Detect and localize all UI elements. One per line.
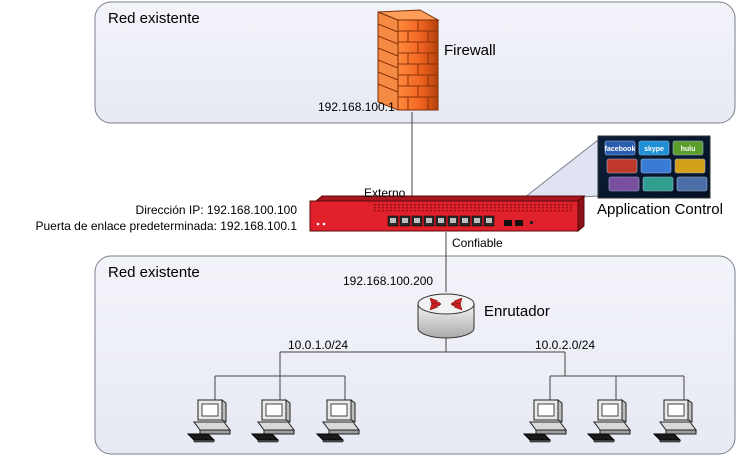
app-tile xyxy=(676,176,708,192)
router-icon xyxy=(417,293,475,339)
firewall-icon xyxy=(377,9,440,111)
app-tile-label: skype xyxy=(644,146,664,153)
appliance-gateway-line: Puerta de enlace predeterminada: 192.168… xyxy=(35,219,297,233)
trusted-label: Confiable xyxy=(452,236,503,250)
app-control-screen: facebook skype hulu xyxy=(597,135,711,199)
app-tile xyxy=(640,158,672,174)
app-tile xyxy=(604,140,636,156)
external-label: Externo xyxy=(364,186,406,200)
firewall-ip: 192.168.100.1 xyxy=(318,100,395,114)
app-tile xyxy=(672,140,704,156)
app-control-callout xyxy=(518,138,599,202)
app-tile xyxy=(642,176,674,192)
app-tile xyxy=(674,158,706,174)
app-tile xyxy=(606,158,638,174)
app-tile xyxy=(608,176,640,192)
app-control-label: Application Control xyxy=(597,201,723,218)
bottom-network-title: Red existente xyxy=(108,264,200,281)
security-appliance xyxy=(309,194,586,233)
router-ip: 192.168.100.200 xyxy=(343,274,433,288)
router-label: Enrutador xyxy=(484,303,550,320)
firewall-label: Firewall xyxy=(444,42,496,59)
top-network-title: Red existente xyxy=(108,10,200,27)
subnet-label-right: 10.0.2.0/24 xyxy=(535,338,595,352)
appliance-ip-line: Dirección IP: 192.168.100.100 xyxy=(136,203,298,217)
app-tile xyxy=(638,140,670,156)
app-tile-label: facebook xyxy=(605,146,636,153)
bottom-network-panel xyxy=(94,255,736,455)
app-tile-label: hulu xyxy=(681,146,696,153)
subnet-label-left: 10.0.1.0/24 xyxy=(288,338,348,352)
